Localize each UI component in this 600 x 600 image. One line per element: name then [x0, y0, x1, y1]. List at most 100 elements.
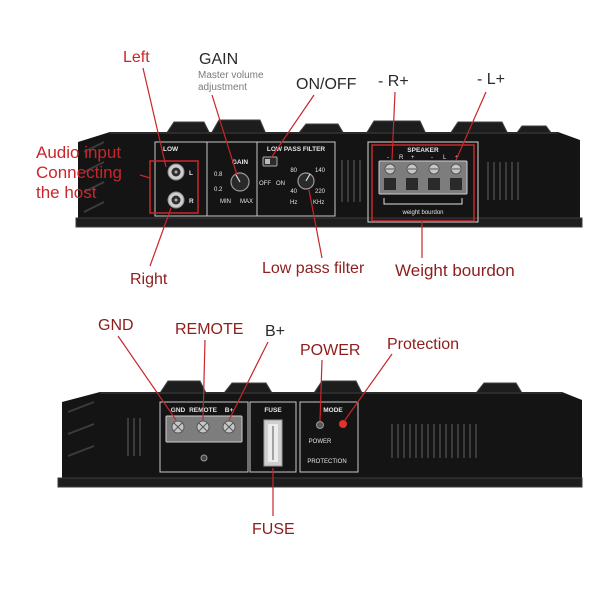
gnd-label: GND — [171, 407, 186, 414]
power-led-label: POWER — [309, 439, 332, 445]
leader-l-speaker — [455, 91, 487, 161]
leader-left — [142, 67, 167, 168]
callout-weight-bourdon: Weight bourdon — [395, 261, 515, 280]
gain-knob-pointer — [235, 174, 241, 183]
weight-bourdon-label: weight bourdon — [401, 210, 443, 216]
callout-gain-note: adjustment — [198, 82, 247, 93]
callout-right: Right — [130, 271, 168, 288]
left-side-ribs — [83, 141, 105, 213]
fuse-panel: FUSE — [249, 401, 297, 473]
heatsink-fin — [222, 382, 273, 394]
callout-b-plus: B+ — [265, 323, 285, 340]
callout-gain: GAIN — [199, 51, 238, 68]
leader-on-off — [270, 94, 315, 159]
rca-jack-left — [167, 163, 185, 181]
callout-low-pass-filter: Low pass filter — [262, 260, 365, 277]
power-led — [316, 421, 324, 429]
speaker-terminal-l-minus — [428, 163, 440, 190]
top-leader-lines — [139, 67, 487, 267]
speaker-terminal-label: - — [387, 155, 389, 161]
amp-left-side — [62, 392, 100, 480]
screw-slot — [198, 422, 208, 432]
side-rib — [83, 181, 105, 193]
jack-pin — [174, 170, 178, 174]
mode-label: MODE — [323, 407, 343, 414]
callout-gnd: GND — [98, 317, 134, 334]
leader-right — [149, 207, 172, 267]
speaker-panel: SPEAKER - R + - L + — [367, 141, 479, 223]
gain-scale-label: 0.8 — [214, 172, 223, 178]
low-label: LOW — [163, 146, 179, 153]
heatsink-fin — [159, 380, 207, 394]
gain-panel: GAIN 0.8 0.2 MIN MAX — [206, 141, 258, 217]
bottom-leader-lines — [117, 335, 393, 516]
heatsink-fin — [210, 119, 267, 135]
speaker-label: SPEAKER — [407, 147, 439, 154]
speaker-terminal-label: R — [399, 155, 404, 161]
gain-scale-label: 0.2 — [214, 187, 223, 193]
callout-protection: Protection — [387, 336, 459, 353]
panel-screw-hole — [200, 454, 208, 462]
right-vents — [391, 424, 477, 458]
switch-off-label: OFF — [259, 181, 271, 187]
lpf-scale-label: 40 — [290, 189, 297, 195]
leader-gnd — [117, 335, 177, 421]
speaker-terminal-block — [378, 160, 468, 195]
lpf-scale-label: 140 — [315, 168, 326, 174]
panel-frame — [256, 141, 336, 217]
gain-label: GAIN — [232, 159, 249, 166]
top-callouts: Left GAIN Master volume adjustment ON/OF… — [36, 49, 515, 288]
wire-opening — [406, 178, 418, 190]
wire-opening — [384, 178, 396, 190]
low-pass-filter-panel: LOW PASS FILTER OFF ON 80 140 40 220 Hz … — [256, 141, 336, 217]
heatsink-fins-top — [159, 380, 523, 394]
amp-left-side — [78, 132, 110, 222]
callout-on-off: ON/OFF — [296, 76, 357, 93]
panel-frame — [299, 401, 359, 473]
side-rib — [83, 201, 105, 213]
screw-slot — [173, 422, 183, 432]
callout-power: POWER — [300, 342, 360, 359]
on-off-switch — [262, 156, 278, 167]
left-vents — [127, 418, 141, 456]
jack-pin — [174, 198, 178, 202]
wire-opening — [450, 178, 462, 190]
switch-on-label: ON — [276, 181, 285, 187]
right-jack-label: R — [189, 198, 194, 205]
terminal-gnd — [171, 420, 185, 434]
switch-toggle — [265, 159, 270, 164]
speaker-terminal-l-plus — [450, 163, 462, 190]
mounting-flange — [57, 477, 583, 488]
leader-b-plus — [228, 341, 269, 421]
amp-right-side — [562, 392, 582, 478]
protection-led — [339, 420, 347, 428]
lpf-unit-hz: Hz — [290, 200, 297, 206]
terminal-remote — [196, 420, 210, 434]
callout-l-speaker: - L+ — [477, 71, 505, 88]
center-vents — [341, 160, 361, 202]
side-rib — [67, 423, 95, 435]
rca-jack-right — [167, 191, 185, 209]
leader-r-speaker — [391, 91, 396, 161]
speaker-terminal-label: L — [443, 155, 447, 161]
leader-protection — [344, 353, 393, 421]
lpf-unit-khz: KHz — [313, 200, 324, 206]
side-rib — [83, 141, 105, 153]
b-plus-label: B+ — [225, 407, 234, 414]
left-side-ribs — [67, 401, 95, 457]
audio-input-highlight-box — [149, 160, 199, 214]
terminal-block-housing — [378, 160, 468, 195]
leader-gain — [211, 94, 238, 176]
screw-slot — [224, 422, 234, 432]
speaker-terminal-label: - — [431, 155, 433, 161]
lpf-scale-label: 220 — [315, 189, 326, 195]
weight-bourdon-highlight-box — [371, 144, 475, 222]
speaker-terminal-r-plus — [406, 163, 418, 190]
left-jack-label: L — [189, 170, 193, 177]
fuse-label: FUSE — [264, 407, 282, 414]
leader-audio-input — [139, 174, 151, 179]
callout-fuse: FUSE — [252, 521, 295, 538]
callout-remote: REMOTE — [175, 321, 243, 338]
amplifier-input-side: LOW L R GAIN 0.8 0.2 MIN MAX — [75, 119, 583, 228]
